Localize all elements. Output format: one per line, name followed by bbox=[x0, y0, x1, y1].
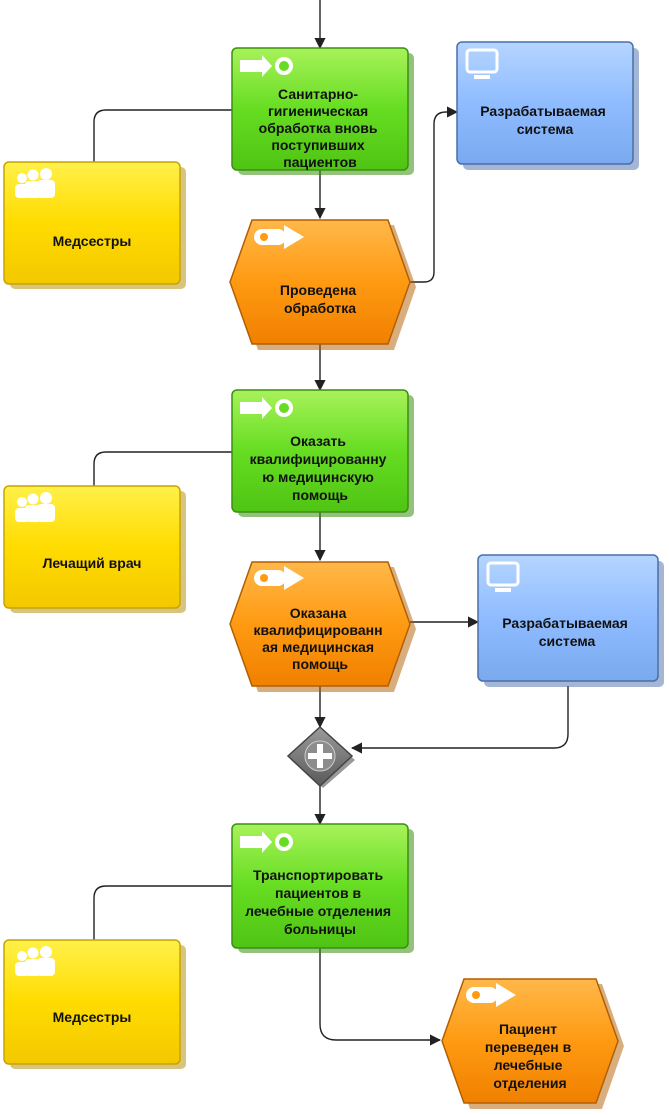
connector-func3-event3 bbox=[319, 948, 442, 1046]
role-node-3[interactable]: Медсестры bbox=[3, 939, 186, 1069]
event-icon bbox=[254, 225, 304, 249]
computer-icon bbox=[486, 561, 520, 592]
function-label-1: Санитарно- гигиеническая обработка вновь… bbox=[259, 86, 382, 170]
connector-role1-func1 bbox=[93, 109, 232, 162]
role-label-3: Медсестры bbox=[53, 1009, 132, 1025]
system-label-2: Разрабатываемая система bbox=[502, 615, 631, 649]
computer-icon bbox=[465, 48, 499, 79]
people-icon bbox=[15, 492, 55, 522]
plus-icon bbox=[308, 744, 332, 768]
connectors bbox=[93, 0, 569, 1046]
event-node-1[interactable]: Проведена обработка bbox=[229, 219, 416, 350]
function-node-3[interactable]: Транспортировать пациентов в лечебные от… bbox=[231, 823, 414, 953]
system-node-1[interactable]: Разрабатываемая система bbox=[456, 41, 639, 170]
event-node-2[interactable]: Оказана квалифицированн ая медицинская п… bbox=[229, 561, 416, 692]
event-node-3[interactable]: Пациент переведен в лечебные отделения bbox=[441, 978, 624, 1109]
event-label-2: Оказана квалифицированн ая медицинская п… bbox=[254, 605, 387, 672]
connector-role3-func3 bbox=[93, 885, 232, 940]
system-label-1: Разрабатываемая система bbox=[480, 103, 609, 137]
role-node-2[interactable]: Лечащий врач bbox=[3, 485, 186, 613]
function-node-1[interactable]: Санитарно- гигиеническая обработка вновь… bbox=[231, 47, 414, 175]
connector-role2-func2 bbox=[93, 451, 232, 486]
function-node-2[interactable]: Оказать квалифицированну ю медицинскую п… bbox=[231, 389, 414, 517]
function-label-2: Оказать квалифицированну ю медицинскую п… bbox=[250, 433, 391, 503]
function-icon bbox=[240, 55, 293, 77]
event-icon bbox=[254, 566, 304, 590]
event-icon bbox=[466, 983, 516, 1007]
connector-system2-gateway bbox=[350, 686, 569, 754]
people-icon bbox=[15, 946, 55, 976]
and-gateway[interactable] bbox=[286, 725, 355, 788]
function-label-3: Транспортировать пациентов в лечебные от… bbox=[245, 867, 395, 937]
event-label-3: Пациент переведен в лечебные отделения bbox=[485, 1021, 575, 1091]
role-node-1[interactable]: Медсестры bbox=[3, 161, 186, 289]
role-label-1: Медсестры bbox=[53, 233, 132, 249]
function-icon bbox=[240, 831, 293, 853]
role-label-2: Лечащий врач bbox=[43, 555, 142, 571]
connector-event1-system1 bbox=[410, 106, 459, 283]
event-label-1: Проведена обработка bbox=[280, 282, 360, 316]
function-icon bbox=[240, 397, 293, 419]
system-node-2[interactable]: Разрабатываемая система bbox=[477, 554, 664, 687]
people-icon bbox=[15, 168, 55, 198]
